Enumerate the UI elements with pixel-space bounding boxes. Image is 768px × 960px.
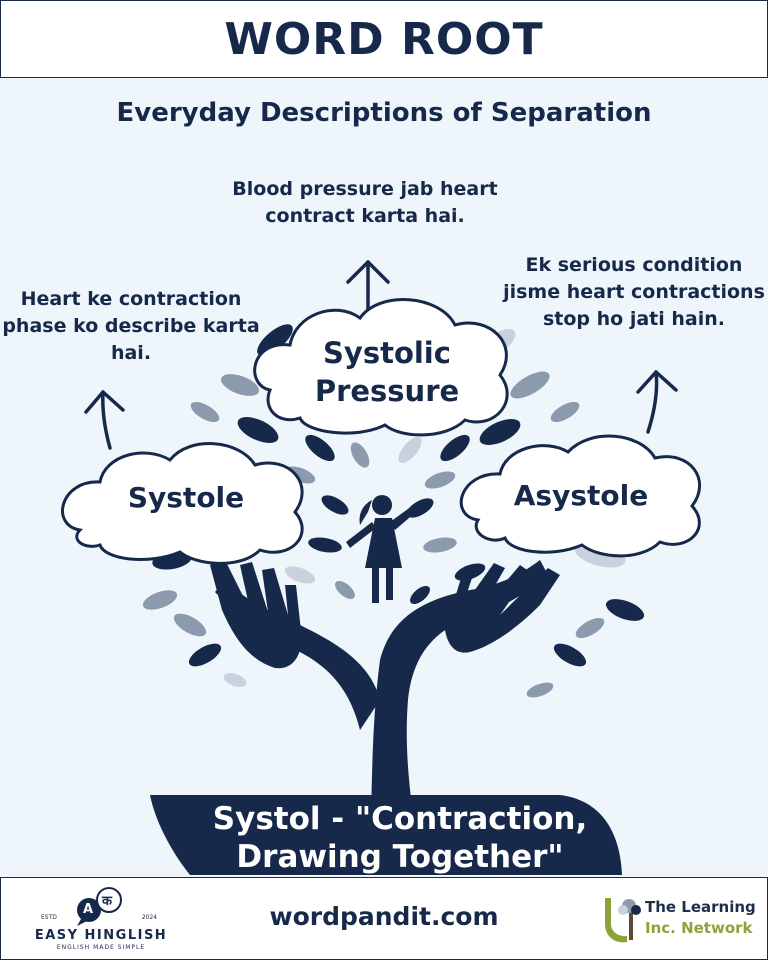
footer-bar: A क ESTD 2024 EASY HINGLISH ENGLISH MADE… [0,877,768,960]
learning-network-logo[interactable]: The Learning Inc. Network [599,892,759,948]
cloud-label-systole: Systole [127,481,245,514]
speech-bubble-icon [77,887,122,926]
estd-label: ESTD [41,914,57,921]
tree-u-icon [605,898,641,943]
website-link[interactable]: wordpandit.com [269,902,499,931]
subtitle: Everyday Descriptions of Separation [116,98,652,128]
letter-ka: क [102,894,112,909]
easy-hinglish-logo[interactable]: A क ESTD 2024 EASY HINGLISH ENGLISH MADE… [31,886,171,956]
estd-year: 2024 [141,914,157,921]
description-right: Ek serious condition jisme heart contrac… [503,254,765,330]
root-definition: Systol - "Contraction, Drawing Together" [212,801,588,875]
cloud-systolic-pressure [253,298,509,437]
hand-left-icon [210,560,302,669]
hand-right-icon [445,563,560,653]
cloud-systole [61,442,304,565]
easy-hinglish-name: EASY HINGLISH [34,928,168,943]
description-left: Heart ke contraction phase ko describe k… [2,288,260,364]
letter-a: A [83,902,94,917]
learning-network-line1: The Learning [645,898,756,916]
cloud-label-systolic-pressure: Systolic Pressure [314,336,460,408]
cloud-asystole [459,434,702,558]
learning-network-line2: Inc. Network [645,919,753,937]
description-center: Blood pressure jab heart contract karta … [232,178,498,227]
child-figure-icon [346,495,416,603]
ground-shape [150,795,622,875]
easy-hinglish-tagline: ENGLISH MADE SIMPLE [56,944,146,951]
cloud-label-asystole: Asystole [513,479,649,512]
header-banner: WORD ROOT [0,0,768,78]
page-title: WORD ROOT [224,13,544,65]
arrow-up-icon [84,260,678,450]
